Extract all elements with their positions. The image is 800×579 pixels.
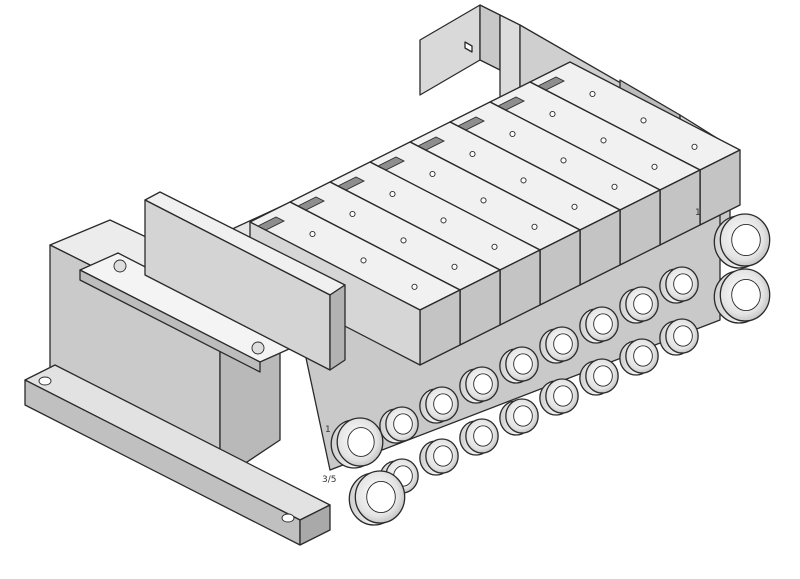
pilot-slot (256, 216, 286, 231)
fitting-row1-7 (619, 286, 659, 324)
fitting-row1-1 (379, 406, 419, 444)
screw-dot (429, 170, 436, 178)
port-label-left-upper: 1 (325, 425, 331, 435)
screw-dot (640, 117, 647, 124)
fitting-bore (731, 223, 761, 257)
screw-dot (509, 130, 516, 138)
fitting-bore (731, 278, 761, 312)
fitting-bore (593, 365, 613, 387)
fitting-row2-4 (499, 398, 539, 436)
screw-dot (691, 143, 698, 150)
fitting-bore (673, 273, 693, 295)
fitting-row2-3 (459, 418, 499, 456)
screw-dot (440, 217, 447, 224)
screw-dot (389, 190, 396, 198)
fitting-row2-6 (579, 358, 619, 396)
screw-dot (531, 223, 538, 230)
fitting-bore (673, 325, 693, 347)
end-fitting-left-lower (348, 470, 406, 526)
screw-dot (480, 197, 487, 204)
fitting-bore (473, 425, 493, 447)
screw-dot (309, 230, 316, 238)
screw-dot (491, 243, 498, 250)
fitting-bore (433, 445, 453, 467)
fitting-bore (366, 480, 396, 514)
screw-dot (451, 263, 458, 270)
end-fitting-right-upper (713, 213, 771, 269)
fitting-row1-8 (659, 266, 699, 304)
port-label-right-upper: 1 (695, 208, 701, 218)
port-label-left-lower: 3/5 (322, 475, 336, 485)
fitting-bore (347, 427, 375, 457)
screw-dot (411, 283, 418, 290)
screw-dot (360, 257, 367, 264)
fitting-array (330, 213, 771, 526)
fitting-bore (433, 393, 453, 415)
screw-dot (651, 163, 658, 170)
screw-dot (549, 110, 556, 118)
fitting-bore (593, 313, 613, 335)
screw-dot (589, 90, 596, 98)
fitting-bore (513, 405, 533, 427)
fitting-row1-2 (419, 386, 459, 424)
fitting-row1-5 (539, 326, 579, 364)
screw-dot (600, 137, 607, 144)
screw-dot (560, 157, 567, 164)
fitting-row2-5 (539, 378, 579, 416)
fitting-row2-2 (419, 438, 459, 476)
end-fitting-right-lower (713, 268, 771, 324)
fitting-bore (633, 293, 653, 315)
screw-dot (400, 237, 407, 244)
fitting-row1-4 (499, 346, 539, 384)
screw-dot (349, 210, 356, 218)
screw-dot (611, 183, 618, 190)
fitting-bore (553, 333, 573, 355)
fitting-bore (473, 373, 493, 395)
fitting-row2-8 (659, 318, 699, 356)
fitting-row2-7 (619, 338, 659, 376)
left-end-block (24, 191, 346, 546)
screw-dot (571, 203, 578, 210)
fitting-row1-3 (459, 366, 499, 404)
fitting-bore (553, 385, 573, 407)
fitting-bore (513, 353, 533, 375)
fitting-bore (393, 413, 413, 435)
fitting-row1-6 (579, 306, 619, 344)
end-fitting-left-upper (330, 417, 384, 469)
screw-dot (469, 150, 476, 158)
fitting-bore (633, 345, 653, 367)
screw-dot (520, 177, 527, 184)
